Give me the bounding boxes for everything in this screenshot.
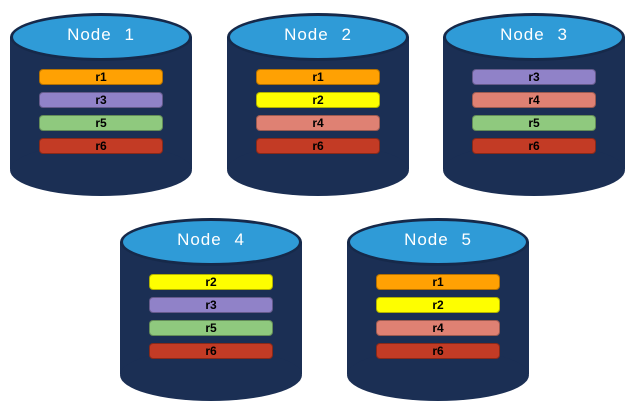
cylinder-top-ellipse	[120, 218, 302, 266]
db-node-cylinder-4: Node 4 r2 r3 r5 r6	[120, 216, 302, 401]
node-title: Node 3	[500, 25, 568, 44]
replica-bar-r6: r6	[472, 138, 596, 154]
replica-bar-r1: r1	[39, 69, 163, 85]
node-title: Node 5	[404, 230, 472, 249]
replica-bar-r4: r4	[376, 320, 500, 336]
replica-bar-r1: r1	[376, 274, 500, 290]
replica-bar-r6: r6	[149, 343, 273, 359]
replica-bar-r5: r5	[472, 115, 596, 131]
replica-bar-r3: r3	[472, 69, 596, 85]
replica-bar-r6: r6	[376, 343, 500, 359]
cylinder-top-ellipse	[227, 13, 409, 61]
node-title: Node 2	[284, 25, 352, 44]
replica-bar-r5: r5	[39, 115, 163, 131]
replica-bar-r4: r4	[472, 92, 596, 108]
replica-bar-r6: r6	[39, 138, 163, 154]
node-title: Node 4	[177, 230, 245, 249]
cylinder-top-ellipse	[10, 13, 192, 61]
replica-bar-r6: r6	[256, 138, 380, 154]
db-node-cylinder-1: Node 1 r1 r3 r5 r6	[10, 11, 192, 196]
replica-bar-r2: r2	[149, 274, 273, 290]
cylinder-top-ellipse	[347, 218, 529, 266]
replica-bar-r1: r1	[256, 69, 380, 85]
db-node-cylinder-2: Node 2 r1 r2 r4 r6	[227, 11, 409, 196]
replica-bar-r5: r5	[149, 320, 273, 336]
replica-bar-r3: r3	[149, 297, 273, 313]
replica-bar-r4: r4	[256, 115, 380, 131]
replica-list: r1 r2 r4 r6	[376, 274, 500, 359]
replica-list: r2 r3 r5 r6	[149, 274, 273, 359]
replica-list: r1 r2 r4 r6	[256, 69, 380, 154]
replica-list: r1 r3 r5 r6	[39, 69, 163, 154]
replica-bar-r3: r3	[39, 92, 163, 108]
replica-bar-r2: r2	[376, 297, 500, 313]
cylinder-top-ellipse	[443, 13, 625, 61]
db-node-cylinder-3: Node 3 r3 r4 r5 r6	[443, 11, 625, 196]
node-title: Node 1	[67, 25, 135, 44]
replica-bar-r2: r2	[256, 92, 380, 108]
db-node-cylinder-5: Node 5 r1 r2 r4 r6	[347, 216, 529, 401]
replica-list: r3 r4 r5 r6	[472, 69, 596, 154]
